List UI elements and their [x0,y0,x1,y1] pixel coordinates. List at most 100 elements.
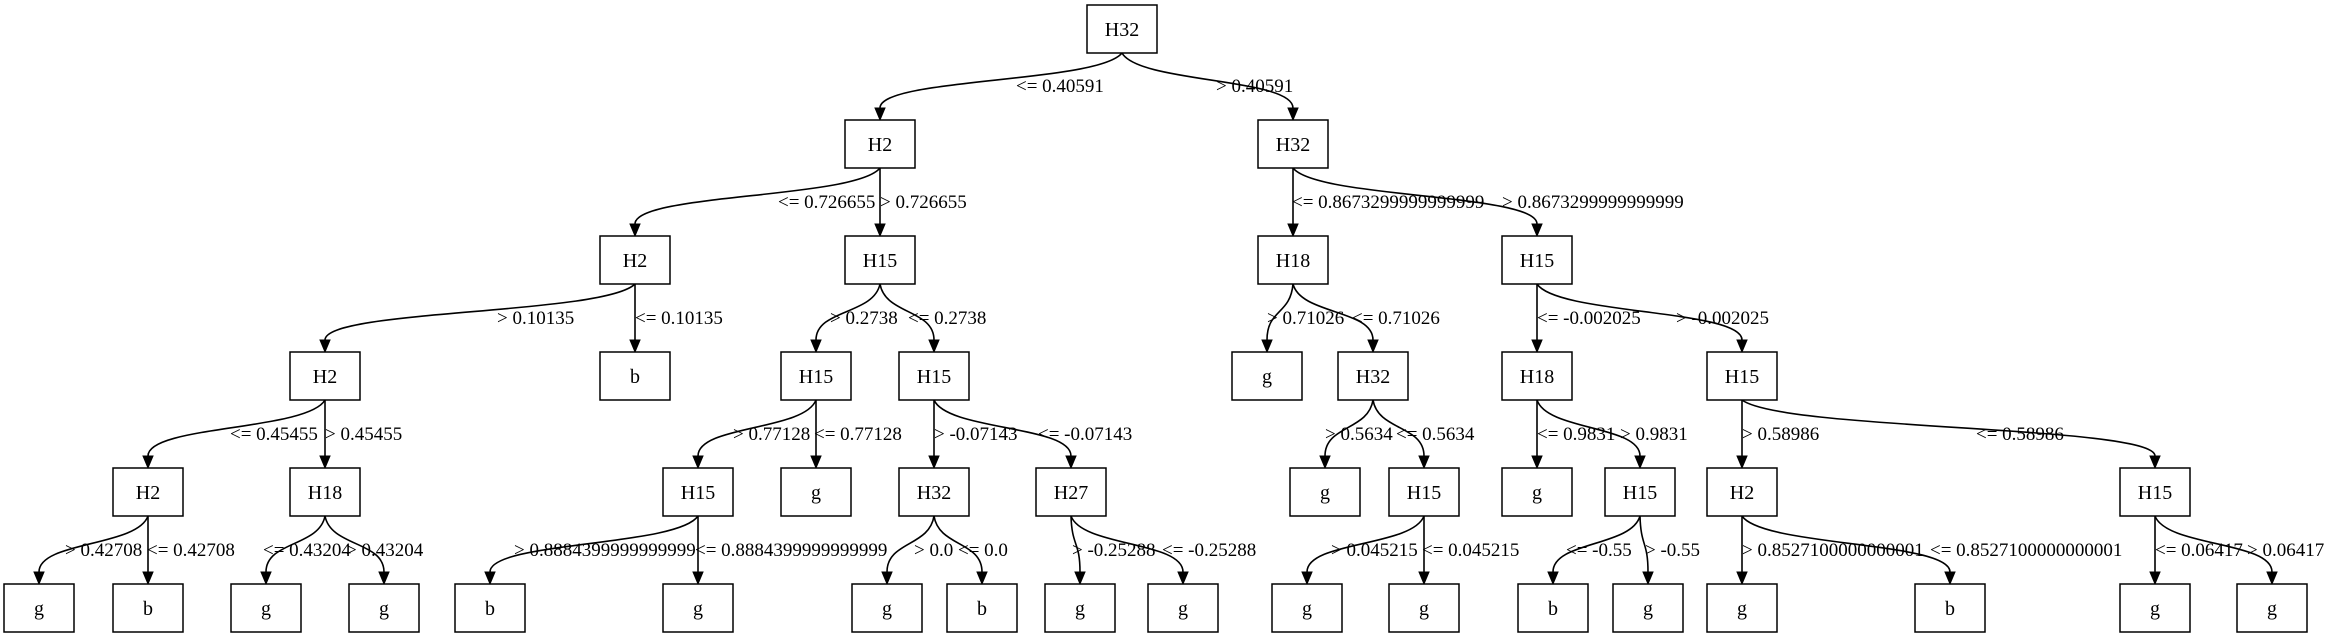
node-label: H15 [917,366,951,388]
arrowhead-icon [810,455,822,470]
edge-label: > 0.45455 [325,424,402,445]
tree-node: b [1517,583,1589,633]
node-label: H15 [1520,250,1554,272]
node-box [1388,467,1460,517]
node-label: g [811,482,821,504]
edge-label: > 0.40591 [1216,76,1293,97]
edge-line [2154,515,2273,573]
edge-label: <= 0.77128 [814,424,902,445]
edge-label: > 0.8884399999999999 [514,540,696,561]
node-label: g [693,598,703,620]
node-label: H15 [1623,482,1657,504]
arrowhead-icon [629,339,641,354]
node-box [946,583,1018,633]
edge-line [1324,399,1374,457]
arrowhead-icon [1531,339,1543,354]
arrowhead-icon [1418,571,1430,586]
edge-label: <= -0.55 [1566,540,1632,561]
edge-label: > 0.045215 [1331,540,1418,561]
edge-line [147,399,326,457]
edge-layer: <= 0.40591> 0.40591<= 0.726655> 0.726655… [33,52,2324,586]
tree-node: g [662,583,734,633]
node-label: H2 [623,250,647,272]
edge-line [1552,515,1641,573]
node-box [844,235,916,285]
edge-line [1741,515,1951,573]
tree-node: H32 [1086,4,1158,54]
arrowhead-icon [1642,571,1654,586]
edge-label: > 0.2738 [830,308,898,329]
edge-line [1266,283,1294,341]
edge-n1-n4: > 0.726655 [874,168,967,238]
node-label: g [261,598,271,620]
edge-line [815,283,881,341]
edge-line [886,515,935,573]
edge-n19-n34: <= 0.0 [933,515,1008,586]
node-label: H32 [1105,19,1139,41]
node-box [1706,351,1778,401]
node-label: b [1548,598,1558,620]
arrowhead-icon [874,107,886,122]
node-box [1501,467,1573,517]
edge-n24-n40: > -0.55 [1639,515,1700,586]
tree-node: g [1044,583,1116,633]
arrowhead-icon [928,339,940,354]
edge-n5-n11: > 0.71026 [1261,283,1344,354]
arrowhead-icon [2149,571,2161,586]
edge-n9-n17: > 0.77128 [692,399,817,470]
node-box [3,583,75,633]
node-label: H2 [136,482,160,504]
edge-n16-n29: <= 0.43204 [260,515,351,586]
edge-line [634,167,881,225]
node-label: g [1302,598,1312,620]
edge-n10-n20: <= -0.07143 [933,399,1132,470]
arrowhead-icon [1736,455,1748,470]
edge-label: > -0.25288 [1072,540,1156,561]
edge-n17-n31: > 0.8884399999999999 [484,515,699,586]
tree-node: H18 [1501,351,1573,401]
edge-n14-n25: > 0.58986 [1736,399,1819,470]
node-box [112,467,184,517]
tree-node: g [2236,583,2308,633]
tree-node: H15 [2119,467,2191,517]
arrowhead-icon [33,571,45,586]
node-box [1289,467,1361,517]
node-label: g [1262,366,1272,388]
arrowhead-icon [1287,223,1299,238]
node-label: g [1178,598,1188,620]
edge-label: > -0.07143 [934,424,1018,445]
tree-node: H2 [599,235,671,285]
tree-node: H15 [844,235,916,285]
arrowhead-icon [1634,455,1646,470]
arrowhead-icon [1367,339,1379,354]
arrowhead-icon [142,455,154,470]
edge-line [933,515,983,573]
edge-label: > 0.10135 [497,308,574,329]
tree-node: H32 [1257,119,1329,169]
edge-label: > 0.06417 [2247,540,2324,561]
arrowhead-icon [142,571,154,586]
edge-label: > 0.9831 [1620,424,1688,445]
edge-n10-n19: > -0.07143 [928,399,1018,470]
edge-line [1639,515,1649,573]
tree-node: H15 [898,351,970,401]
tree-node: b [1914,583,1986,633]
node-box [780,467,852,517]
edge-n16-n30: > 0.43204 [324,515,424,586]
node-label: b [1945,598,1955,620]
node-box [1257,119,1329,169]
node-label: H18 [308,482,342,504]
node-box [2119,467,2191,517]
tree-node: H2 [844,119,916,169]
edge-label: <= 0.8884399999999999 [695,540,887,561]
node-label: g [2150,598,2160,620]
node-box [1044,583,1116,633]
arrowhead-icon [810,339,822,354]
tree-node: H32 [1337,351,1409,401]
node-label: g [1532,482,1542,504]
edge-line [489,515,699,573]
arrowhead-icon [1736,571,1748,586]
arrowhead-icon [260,571,272,586]
tree-node: g [1271,583,1343,633]
node-box [1231,351,1303,401]
